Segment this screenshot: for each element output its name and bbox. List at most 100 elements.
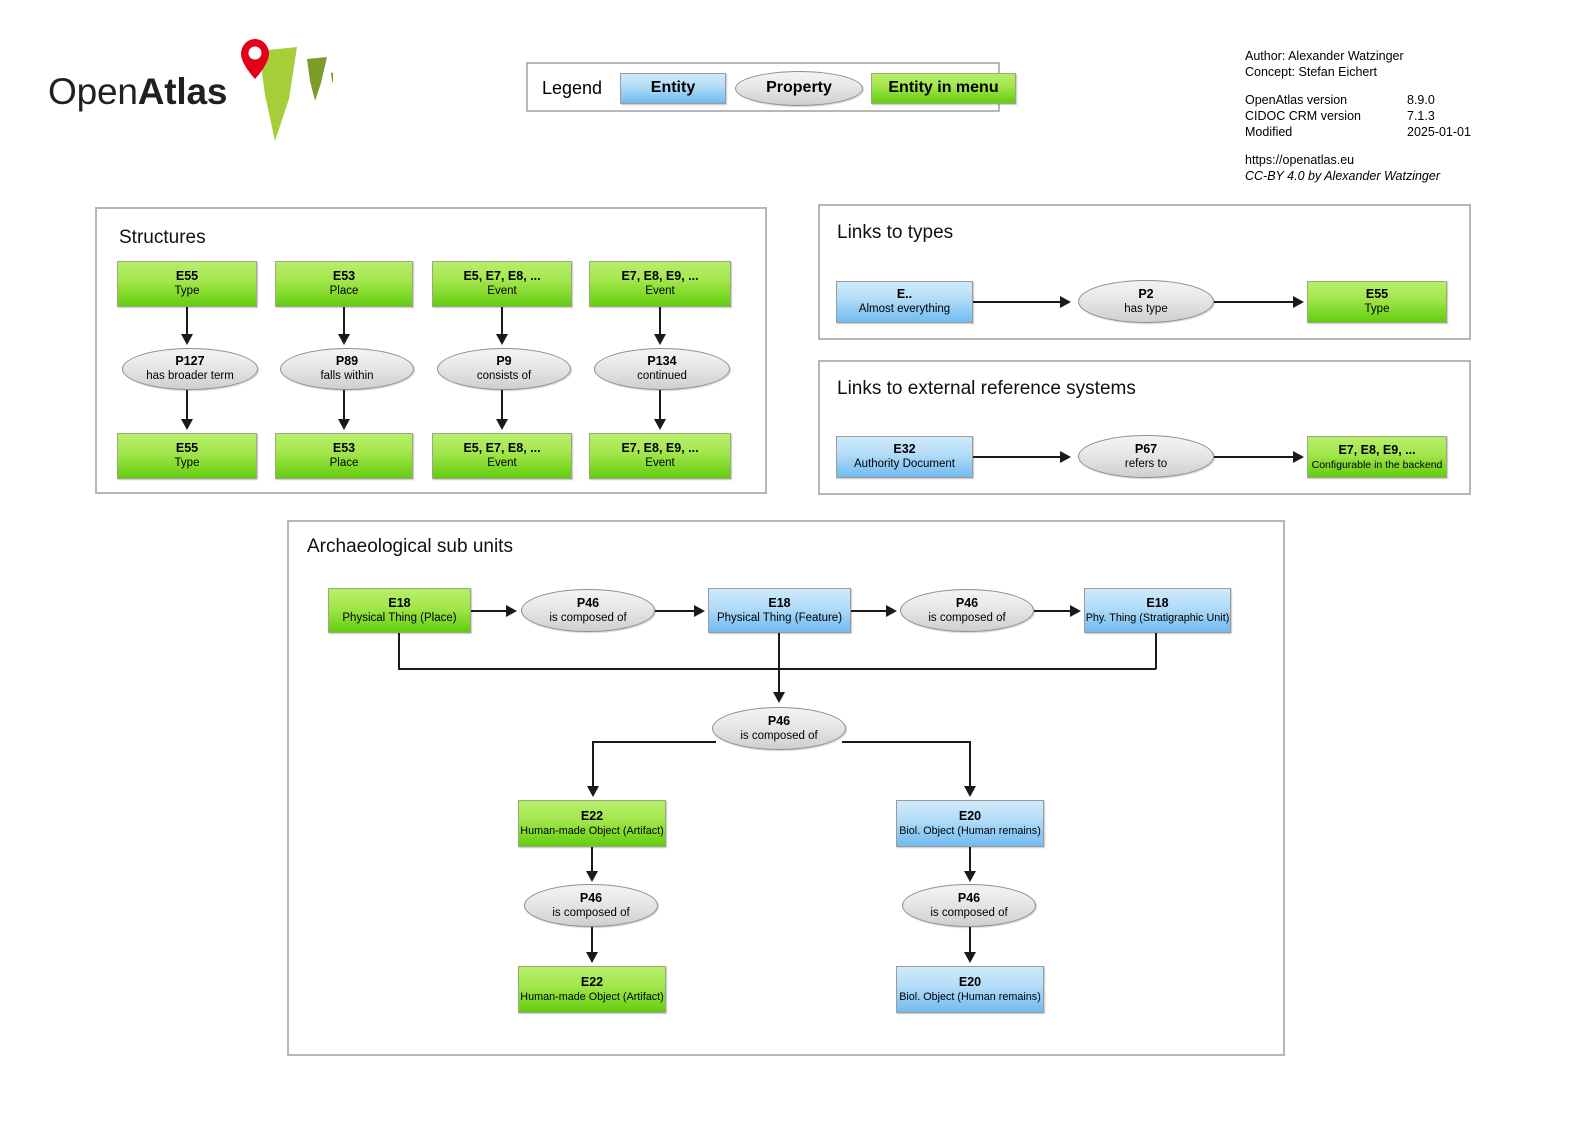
legend-property-swatch: Property [735, 71, 863, 106]
arch-stratunit-node[interactable]: E18 Phy. Thing (Stratigraphic Unit) [1084, 588, 1231, 633]
meta-openatlas-version: OpenAtlas version 8.9.0 [1245, 92, 1440, 108]
links-to-types-property-node[interactable]: P2 has type [1078, 280, 1214, 323]
arch-right-bottom-node[interactable]: E20 Biol. Object (Human remains) [896, 966, 1044, 1013]
arrow-head-icon [886, 605, 897, 617]
document-meta: Author: Alexander Watzinger Concept: Ste… [1245, 48, 1471, 184]
connector-line [969, 741, 971, 789]
node-code: P89 [335, 354, 359, 369]
links-to-types-target-node[interactable]: E55 Type [1307, 281, 1447, 323]
arch-hub-property-node[interactable]: P46 is composed of [712, 707, 846, 750]
arrow-head-icon [1070, 605, 1081, 617]
node-code: P46 [579, 890, 603, 905]
node-label: Place [329, 457, 359, 470]
node-code: E22 [580, 809, 604, 824]
meta-author: Author: Alexander Watzinger [1245, 49, 1404, 63]
node-code: P127 [175, 354, 205, 369]
structures-col1-bottom-node[interactable]: E53 Place [275, 433, 413, 479]
meta-openatlas-version-value: 8.9.0 [1407, 93, 1435, 107]
structures-col1-property-node[interactable]: P89 falls within [280, 348, 414, 390]
arrow-head-icon [338, 334, 350, 345]
connector-line [591, 847, 593, 875]
structures-col3-top-node[interactable]: E7, E8, E9, ... Event [589, 261, 731, 307]
arrow-head-icon [654, 419, 666, 430]
meta-concept: Concept: Stefan Eichert [1245, 65, 1378, 79]
node-label: Configurable in the backend [1311, 458, 1443, 471]
structures-col2-property-node[interactable]: P9 consists of [437, 348, 571, 390]
node-label: is composed of [740, 729, 818, 742]
arrow-head-icon [773, 692, 785, 703]
connector-line [186, 307, 188, 337]
arch-prop1-node[interactable]: P46 is composed of [521, 589, 655, 632]
arrow-head-icon [694, 605, 705, 617]
node-code: P67 [1134, 441, 1158, 456]
structures-col3-property-node[interactable]: P134 continued [594, 348, 730, 390]
connector-line [1034, 610, 1076, 612]
structures-col1-top-node[interactable]: E53 Place [275, 261, 413, 307]
arrow-head-icon [181, 334, 193, 345]
arrow-head-icon [1060, 451, 1071, 463]
node-label: falls within [320, 370, 374, 383]
structures-col3-bottom-node[interactable]: E7, E8, E9, ... Event [589, 433, 731, 479]
connector-line [1214, 301, 1297, 303]
node-label: refers to [1124, 457, 1168, 470]
node-label: Physical Thing (Feature) [716, 611, 843, 624]
connector-line [343, 390, 345, 422]
node-label: Type [174, 285, 200, 298]
node-code: P46 [955, 595, 979, 610]
node-label: Type [174, 457, 200, 470]
node-label: Biol. Object (Human remains) [899, 991, 1041, 1003]
links-to-external-target-node[interactable]: E7, E8, E9, ... Configurable in the back… [1307, 436, 1447, 478]
node-label: has type [1124, 302, 1168, 315]
node-code: E7, E8, E9, ... [1338, 442, 1416, 457]
arch-right-top-node[interactable]: E20 Biol. Object (Human remains) [896, 800, 1044, 847]
node-code: P9 [496, 354, 512, 369]
node-label: Phy. Thing (Stratigraphic Unit) [1085, 612, 1230, 624]
structures-col0-property-node[interactable]: P127 has broader term [122, 348, 258, 390]
connector-line [343, 307, 345, 337]
connector-line [501, 390, 503, 422]
links-to-external-source-node[interactable]: E32 Authority Document [836, 436, 973, 478]
connector-line [973, 301, 1064, 303]
arch-feature-node[interactable]: E18 Physical Thing (Feature) [708, 588, 851, 633]
structures-col2-top-node[interactable]: E5, E7, E8, ... Event [432, 261, 572, 307]
node-code: E18 [388, 595, 411, 610]
links-to-types-source-node[interactable]: E.. Almost everything [836, 281, 973, 323]
connector-line [592, 741, 716, 743]
legend-entity-swatch: Entity [620, 73, 726, 104]
node-code: E32 [893, 442, 916, 457]
meta-modified-value: 2025-01-01 [1407, 125, 1471, 139]
arrow-head-icon [964, 952, 976, 963]
arch-left-top-node[interactable]: E22 Human-made Object (Artifact) [518, 800, 666, 847]
node-code: E55 [175, 441, 199, 456]
logo-word-atlas: Atlas [137, 71, 228, 112]
node-label: Event [487, 457, 517, 470]
arch-left-bottom-node[interactable]: E22 Human-made Object (Artifact) [518, 966, 666, 1013]
structures-col0-top-node[interactable]: E55 Type [117, 261, 257, 307]
node-label: is composed of [552, 906, 630, 919]
connector-line [969, 927, 971, 956]
node-label: is composed of [928, 611, 1006, 624]
connector-line [1214, 456, 1297, 458]
arch-right-property-node[interactable]: P46 is composed of [902, 884, 1036, 927]
arch-left-property-node[interactable]: P46 is composed of [524, 884, 658, 927]
arch-prop2-node[interactable]: P46 is composed of [900, 589, 1034, 632]
connector-line [851, 610, 892, 612]
node-code: E18 [1146, 596, 1169, 611]
meta-url[interactable]: https://openatlas.eu [1245, 153, 1355, 167]
structures-col2-bottom-node[interactable]: E5, E7, E8, ... Event [432, 433, 572, 479]
node-code: P46 [957, 890, 981, 905]
arrow-head-icon [338, 419, 350, 430]
connector-line [969, 847, 971, 875]
arrow-head-icon [1293, 451, 1304, 463]
node-code: E53 [332, 441, 356, 456]
links-to-external-property-node[interactable]: P67 refers to [1078, 435, 1214, 478]
arch-place-node[interactable]: E18 Physical Thing (Place) [328, 588, 471, 633]
meta-cidoc-version-value: 7.1.3 [1407, 109, 1435, 123]
arrow-head-icon [496, 334, 508, 345]
connector-line [659, 390, 661, 422]
legend-title: Legend [542, 78, 603, 98]
node-code: E53 [332, 269, 356, 284]
structures-col0-bottom-node[interactable]: E55 Type [117, 433, 257, 479]
arrow-head-icon [587, 786, 599, 797]
archaeological-panel-title: Archaeological sub units [307, 536, 513, 557]
